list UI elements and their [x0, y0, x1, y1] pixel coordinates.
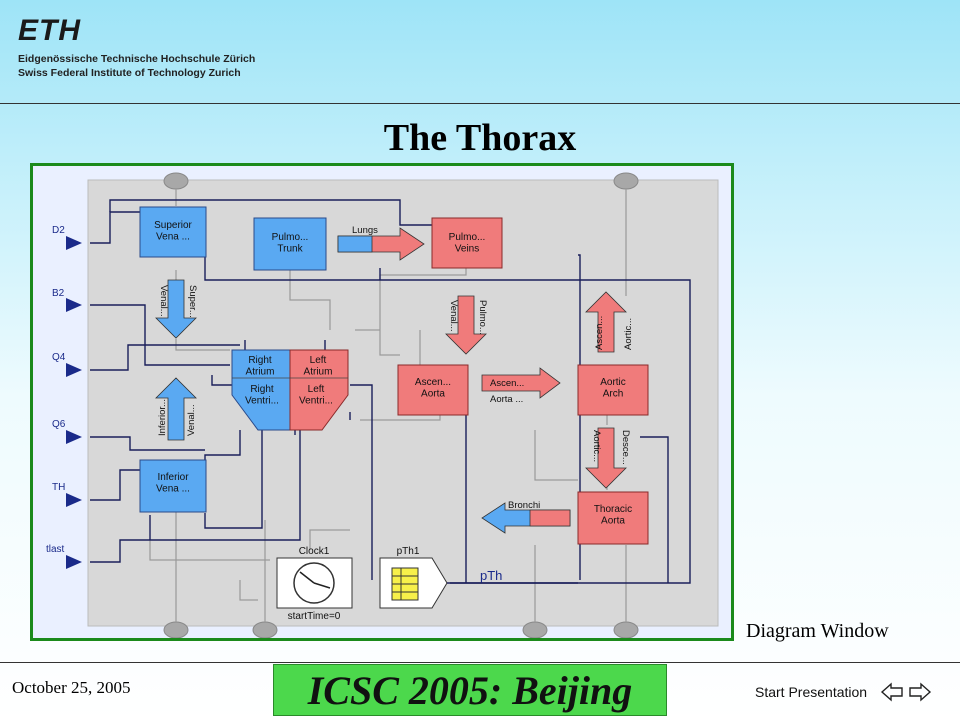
aortic-label-1: Aortic...: [623, 318, 634, 350]
connector-bottom-2[interactable]: [252, 621, 278, 638]
input-label-th: TH: [52, 482, 65, 493]
thorax-diagram: D2 B2 Q4 Q6 TH tlast: [46, 172, 719, 638]
clock-label: Clock1: [299, 546, 330, 557]
ascen-aorta-label: Ascen...Aorta: [415, 377, 451, 400]
connector-bottom-4[interactable]: [613, 621, 639, 638]
superior-vena-block[interactable]: [139, 206, 207, 258]
desce-label: Desce...: [620, 430, 631, 465]
input-port-q4[interactable]: [66, 363, 82, 377]
arrow-left-icon[interactable]: [880, 682, 904, 702]
connector-bottom-1[interactable]: [163, 621, 189, 638]
aortic-arch-block[interactable]: [577, 364, 649, 416]
slide-title: The Thorax: [383, 117, 577, 159]
diagram-window[interactable]: D2 B2 Q4 Q6 TH tlast: [30, 163, 734, 641]
aortic-label-2: Aortic...: [591, 430, 602, 462]
heart-right-side: [231, 349, 291, 431]
input-port-tlast[interactable]: [66, 555, 82, 569]
pth-label: pTh1: [397, 546, 420, 557]
inferior-label: Inferior...: [157, 399, 168, 436]
input-label-d2: D2: [52, 225, 65, 236]
ascen-aortic-arrow[interactable]: [585, 291, 627, 353]
pth-table-icon: [391, 567, 419, 601]
heart-left-side: [289, 349, 349, 431]
start-presentation-link[interactable]: Start Presentation: [755, 684, 868, 700]
input-port-th[interactable]: [66, 493, 82, 507]
pulmo-veins-block[interactable]: [431, 217, 503, 269]
connector-bottom-3[interactable]: [522, 621, 548, 638]
inferior-venal-arrow[interactable]: [155, 377, 197, 441]
input-port-q6[interactable]: [66, 430, 82, 444]
ascen-aorta-block[interactable]: [397, 364, 469, 416]
aorta-label: Aorta ...: [490, 394, 523, 405]
pulmo-trunk-label: Pulmo...Trunk: [272, 232, 309, 255]
ascen-label: Ascen...: [490, 378, 524, 389]
venal-label-1: Venal...: [158, 285, 169, 317]
venal-label-2: Venal...: [448, 300, 459, 332]
diagram-window-caption: Diagram Window: [746, 620, 889, 642]
gray-wires: [149, 189, 627, 622]
eth-logo-mark: ETH: [18, 14, 81, 47]
ascen-aorta-arrow[interactable]: [481, 367, 561, 399]
pulmo-label: Pulmo...: [477, 300, 488, 335]
connector-top-left[interactable]: [163, 172, 189, 190]
aortic-desce-arrow[interactable]: [585, 427, 627, 489]
input-port-d2[interactable]: [66, 236, 82, 250]
input-label-q6: Q6: [52, 419, 66, 430]
flow-arrows: [155, 227, 627, 534]
footer-date: October 25, 2005: [12, 678, 131, 697]
footer-divider: [0, 662, 960, 663]
conference-banner: ICSC 2005: Beijing: [273, 664, 667, 716]
ascen-label-2: Ascen...: [594, 316, 605, 350]
inferior-vena-block[interactable]: [139, 459, 207, 513]
input-ports: [66, 236, 82, 569]
header-divider: [0, 103, 960, 104]
pth-output-label: pTh: [480, 568, 502, 583]
input-labels: D2 B2 Q4 Q6 TH tlast: [46, 225, 66, 555]
connector-top-right[interactable]: [613, 172, 639, 190]
heart-block[interactable]: [231, 349, 349, 431]
eth-logo-line2: Swiss Federal Institute of Technology Zu…: [18, 67, 241, 79]
eth-logo-line1: Eidgenössische Technische Hochschule Zür…: [18, 53, 256, 65]
signal-wires: [90, 199, 691, 584]
clock-param-label: startTime=0: [288, 611, 341, 622]
superior-venal-arrow[interactable]: [155, 279, 197, 339]
arrow-labels: Lungs Ascen... Aorta ... Bronchi Venal..…: [157, 225, 634, 511]
input-label-q4: Q4: [52, 352, 66, 363]
super-label: Super...: [187, 285, 198, 318]
input-port-b2[interactable]: [66, 298, 82, 312]
venal-label-3: Venal...: [186, 404, 197, 436]
pulmo-trunk-block[interactable]: [253, 217, 327, 271]
lungs-label: Lungs: [352, 225, 378, 236]
thoracic-aorta-block[interactable]: [577, 491, 649, 545]
pulmo-veins-label: Pulmo...Veins: [449, 232, 486, 255]
arrow-right-icon[interactable]: [908, 682, 932, 702]
input-label-tlast: tlast: [46, 544, 65, 555]
bronchi-label: Bronchi: [508, 500, 540, 511]
pulmo-venal-arrow[interactable]: [445, 295, 487, 355]
input-label-b2: B2: [52, 288, 65, 299]
